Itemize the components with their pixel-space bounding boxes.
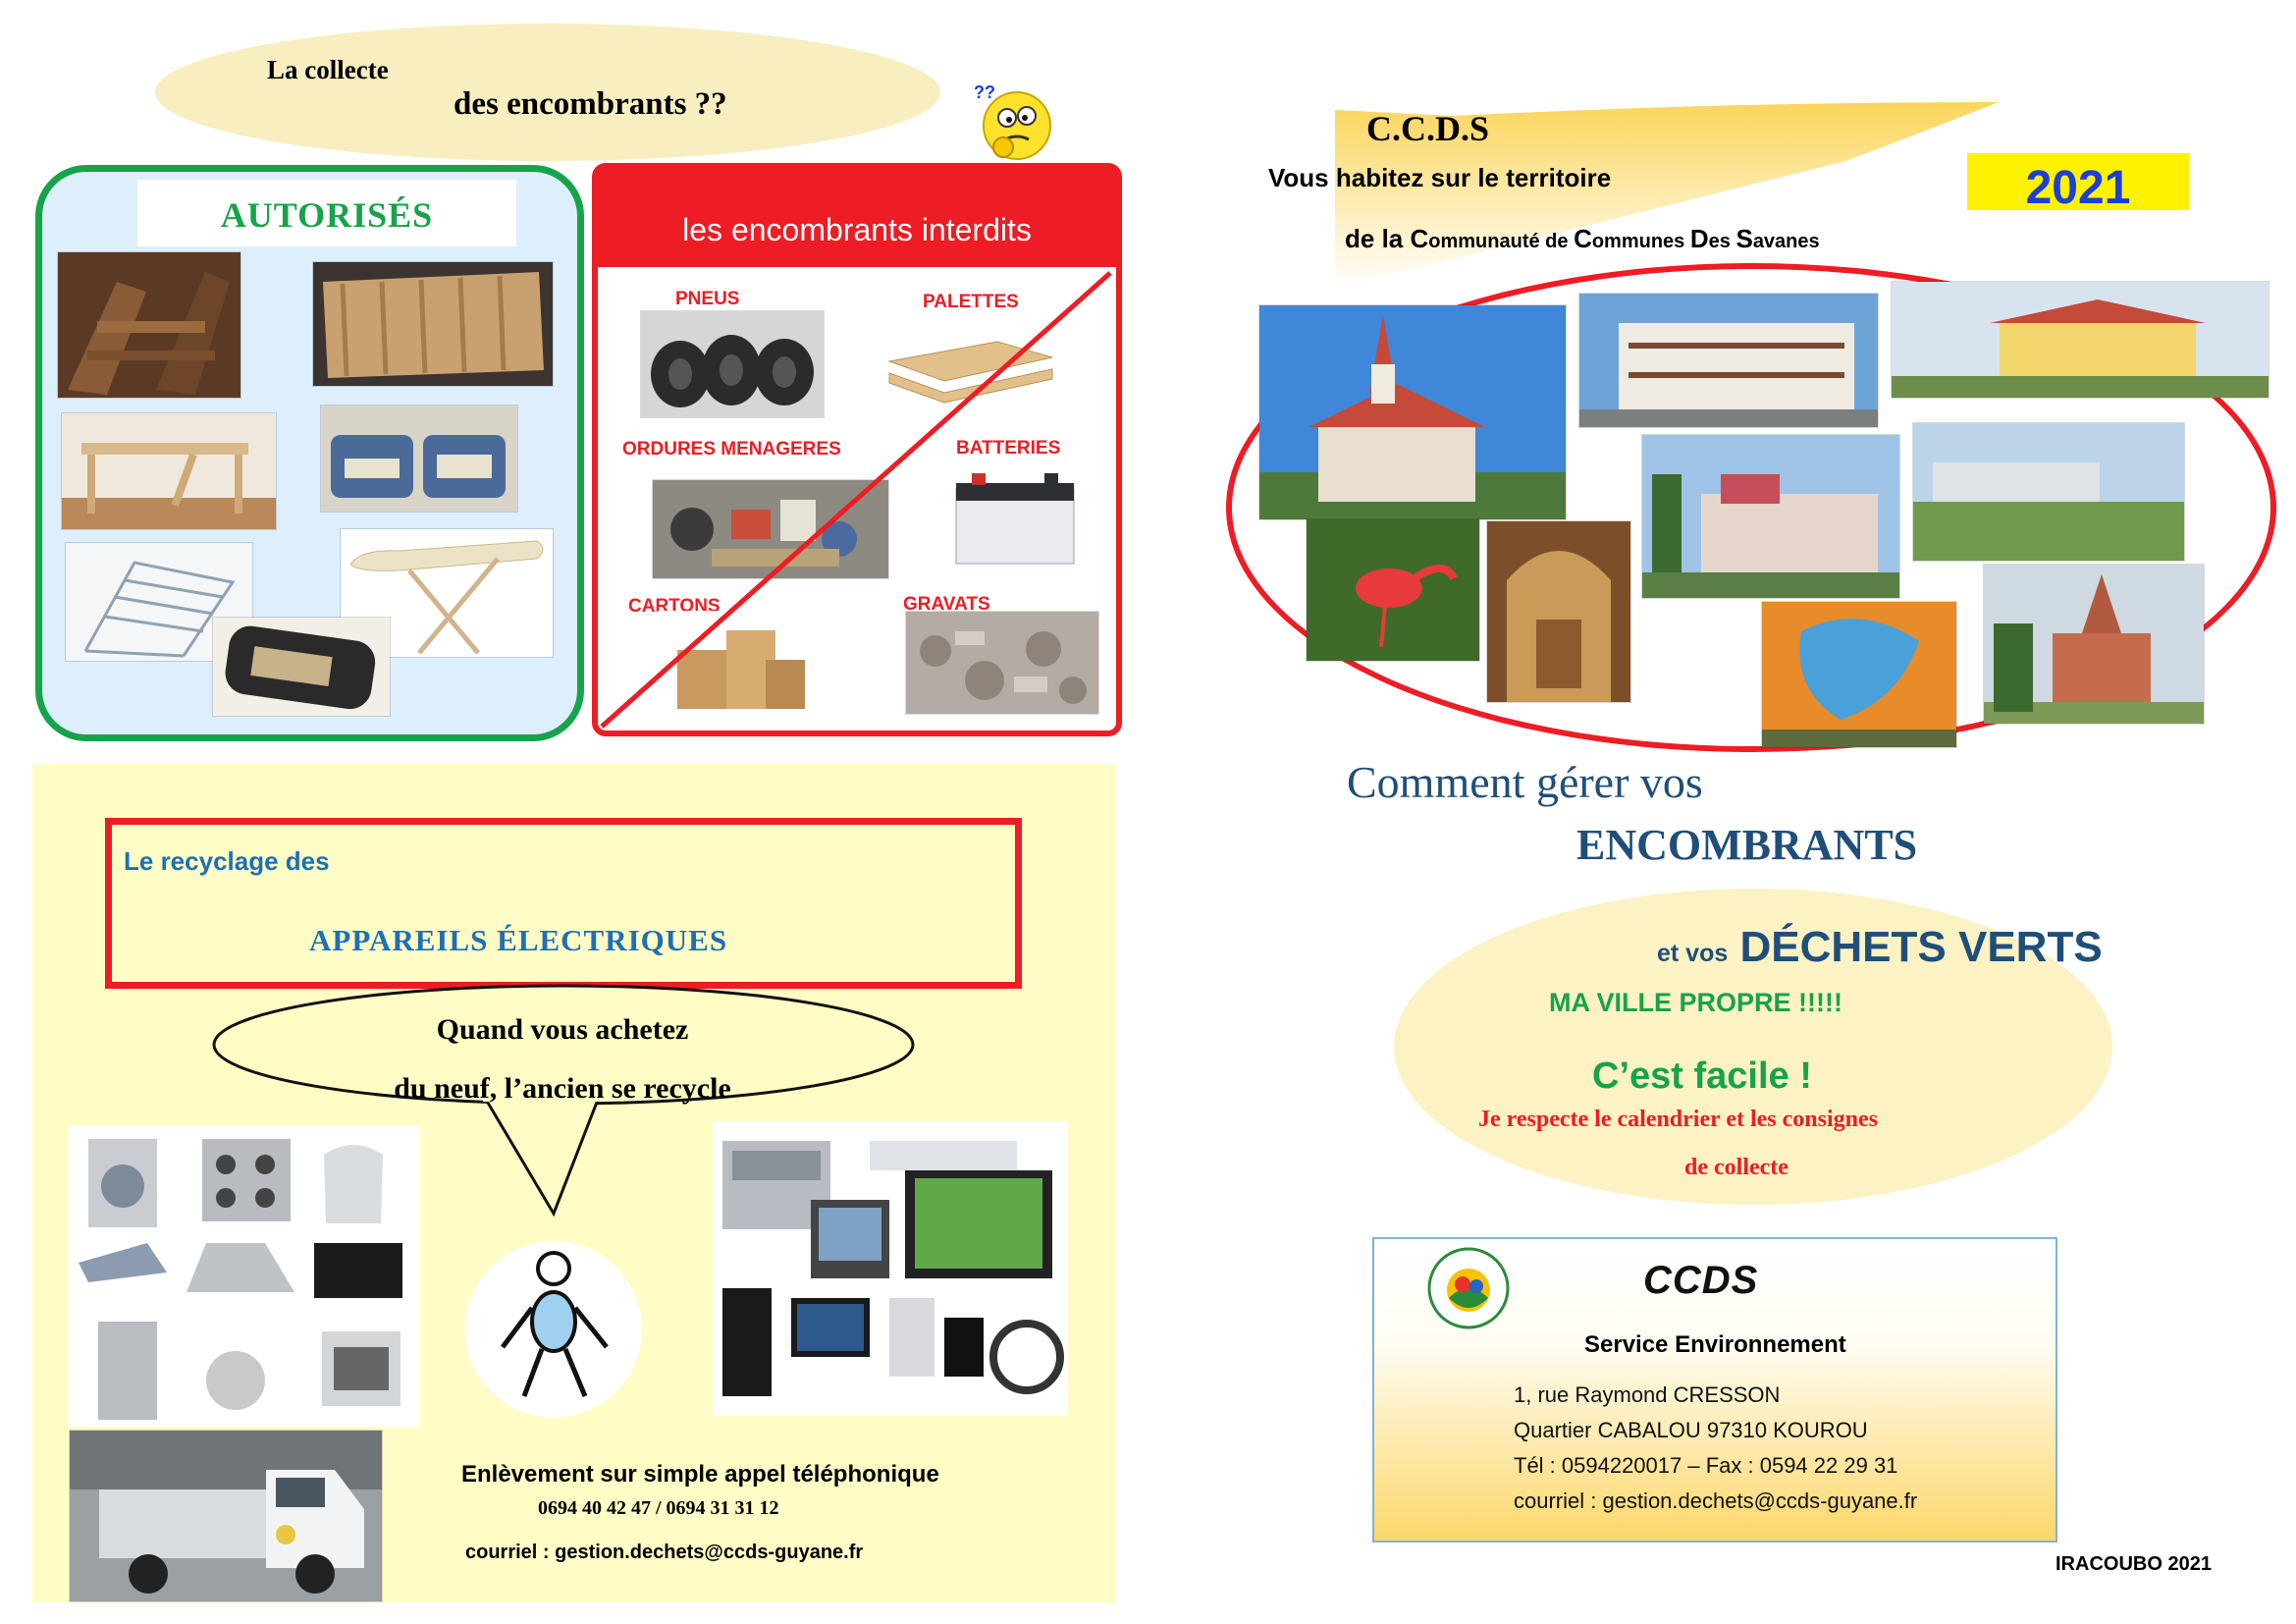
photo-armchairs [320,405,518,513]
authorized-title: AUTORISÉS [220,195,434,235]
photo-cardboard-boxes [658,611,815,715]
contact-email: courriel : gestion.dechets@ccds-guyane.f… [1514,1489,1918,1513]
contact-service: Service Environnement [1584,1331,1846,1358]
headline-dechets-label: DÉCHETS VERTS [1739,923,2103,971]
forbidden-label-rubble: GRAVATS [903,594,990,615]
electric-line-1: Le recyclage des [124,846,330,876]
photo-collage-oval [1226,263,2276,752]
photo-building-modern [1578,293,1879,428]
footer-tag: IRACOUBO 2021 [2056,1553,2212,1575]
cover-line-2-part: avanes [1752,231,1820,252]
cover-line-2-part: de la [1345,224,1411,253]
photo-church-wooden [1258,304,1567,520]
authorized-title-background [137,180,516,246]
cover-line-2-part: ommunauté de [1428,231,1575,252]
cover-line-2-part: C [1574,224,1592,253]
cover-line-2-part: S [1735,224,1753,253]
photo-church-interior [1486,520,1631,703]
photo-yellow-house [1891,281,2269,399]
slogan-facile: C’est facile ! [1592,1056,1812,1097]
forbidden-label-tires: PNEUS [675,289,740,309]
electric-title-box [105,818,1022,989]
photo-car-battery [942,460,1088,575]
photo-mural [1761,601,1957,748]
stick-figure-illustration [465,1241,642,1418]
photo-espace-territorial [1912,422,2185,562]
speech-line-2: du neuf, l’ancien se recycle [394,1072,731,1105]
thinking-face-icon: ?? [970,79,1058,167]
forbidden-strike-line [600,271,1112,729]
photo-pickup-truck [69,1430,383,1602]
headline-encombrants: ENCOMBRANTS [1576,821,1918,869]
photo-wooden-table [61,412,277,530]
photo-scarlet-ibis [1306,518,1480,662]
slogan-respect-2: de collecte [1684,1155,1789,1180]
photo-ironing-board [340,528,554,658]
ccds-banner [1335,102,1999,289]
photo-suitcase [212,617,391,717]
question-bubble [155,24,940,161]
cover-org: C.C.D.S [1366,109,1490,148]
cover-line-2: de la Communauté de Communes Des Savanes [1345,224,1820,254]
forbidden-title: les encombrants interdits [682,212,1032,247]
photo-appliances [69,1125,420,1428]
contact-address-2: Quartier CABALOU 97310 KOUROU [1514,1418,1868,1442]
year-text: 2021 [2025,162,2131,214]
cover-line-2-part: es [1708,231,1736,252]
question-line-2: des encombrants ?? [454,86,727,122]
photo-brick-church [1983,564,2205,725]
headline-dechets-verts: et vos DÉCHETS VERTS [1657,923,2103,972]
forbidden-label-pallets: PALETTES [923,292,1019,312]
photo-bed-slats [312,261,554,387]
pickup-phones: 0694 40 42 47 / 0694 31 31 12 [538,1497,779,1519]
speech-line-1: Quand vous achetez [436,1013,689,1046]
forbidden-label-household-waste: ORDURES MENAGERES [622,439,841,460]
forbidden-header [598,169,1116,267]
forbidden-label-batteries: BATTERIES [956,438,1061,459]
pickup-email: courriel : gestion.dechets@ccds-guyane.f… [465,1542,864,1563]
cover-line-2-part: C [1410,224,1429,253]
contact-brand: CCDS [1643,1259,1759,1302]
photo-rubble [905,611,1099,715]
photo-household-waste [652,479,889,579]
contact-address-1: 1, rue Raymond CRESSON [1514,1382,1781,1407]
photo-electronics [713,1121,1068,1416]
yellow-highlight-oval [1394,889,2112,1205]
speech-bubble [212,984,915,1218]
cover-line-2-part: ommunes [1591,231,1690,252]
photo-tires [640,310,825,418]
svg-text:??: ?? [974,82,995,102]
cover-line-1: Vous habitez sur le territoire [1268,163,1612,192]
contact-phone: Tél : 0594220017 – Fax : 0594 22 29 31 [1514,1453,1898,1478]
headline-comment: Comment gérer vos [1347,757,1703,807]
slogan-respect-1: Je respecte le calendrier et les consign… [1478,1107,1878,1132]
question-line-1: La collecte [267,55,389,84]
slogan-propre: MA VILLE PROPRE !!!!! [1549,988,1842,1017]
photo-building-pink [1641,434,1900,599]
photo-pallet [880,322,1060,408]
cover-line-2-part: D [1689,224,1709,253]
photo-broken-chairs [57,251,241,399]
pickup-text: Enlèvement sur simple appel téléphonique [461,1461,939,1488]
electric-line-2: APPAREILS ÉLECTRIQUES [309,923,728,957]
headline-et-vos: et vos [1657,940,1729,967]
year-badge [1967,153,2189,210]
ccds-logo-icon [1427,1247,1510,1329]
